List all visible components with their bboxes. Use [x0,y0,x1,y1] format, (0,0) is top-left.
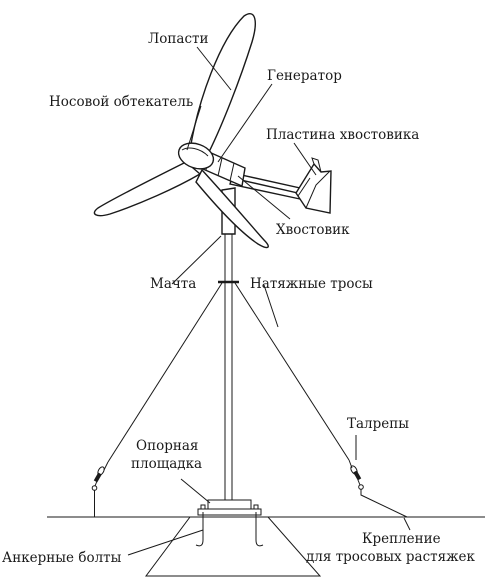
guy-wire-left [107,282,223,463]
tail-plate [295,157,332,214]
label-guy-wires: Натяжные тросы [250,276,373,292]
label-anchor-bolts: Анкерные болты [2,550,122,566]
mast [224,234,233,500]
nut-left [200,504,206,510]
label-mast: Мачта [150,276,196,292]
leader-lines [127,46,411,556]
nut-right [253,504,259,510]
label-nose-cone: Носовой обтекатель [49,94,193,110]
guy-anchor-bracket-right [360,489,408,518]
label-turnbuckles: Талрепы [347,416,409,432]
blade-left [93,161,202,217]
support-platform-block [207,499,252,510]
concrete-foundation [145,516,322,577]
anchor-bolt-left [195,512,204,547]
label-tail-plate: Пластина хвостовика [266,127,419,143]
label-tail: Хвостовик [276,222,350,238]
support-platform-plate [197,508,262,516]
label-anchor-1: Крепление [362,531,441,547]
blade-bottom [195,168,269,249]
label-generator: Генератор [267,68,342,84]
turnbuckle-right [348,459,364,490]
turnbuckle-left [91,461,109,491]
label-anchor-2: для тросовых растяжек [306,549,476,565]
label-platform-1: Опорная [136,438,198,454]
guy-wire-right [234,282,350,461]
blade-top [189,13,256,155]
label-blades: Лопасти [148,31,208,47]
anchor-bolt-right [255,512,264,547]
label-platform-2: площадка [131,456,202,472]
